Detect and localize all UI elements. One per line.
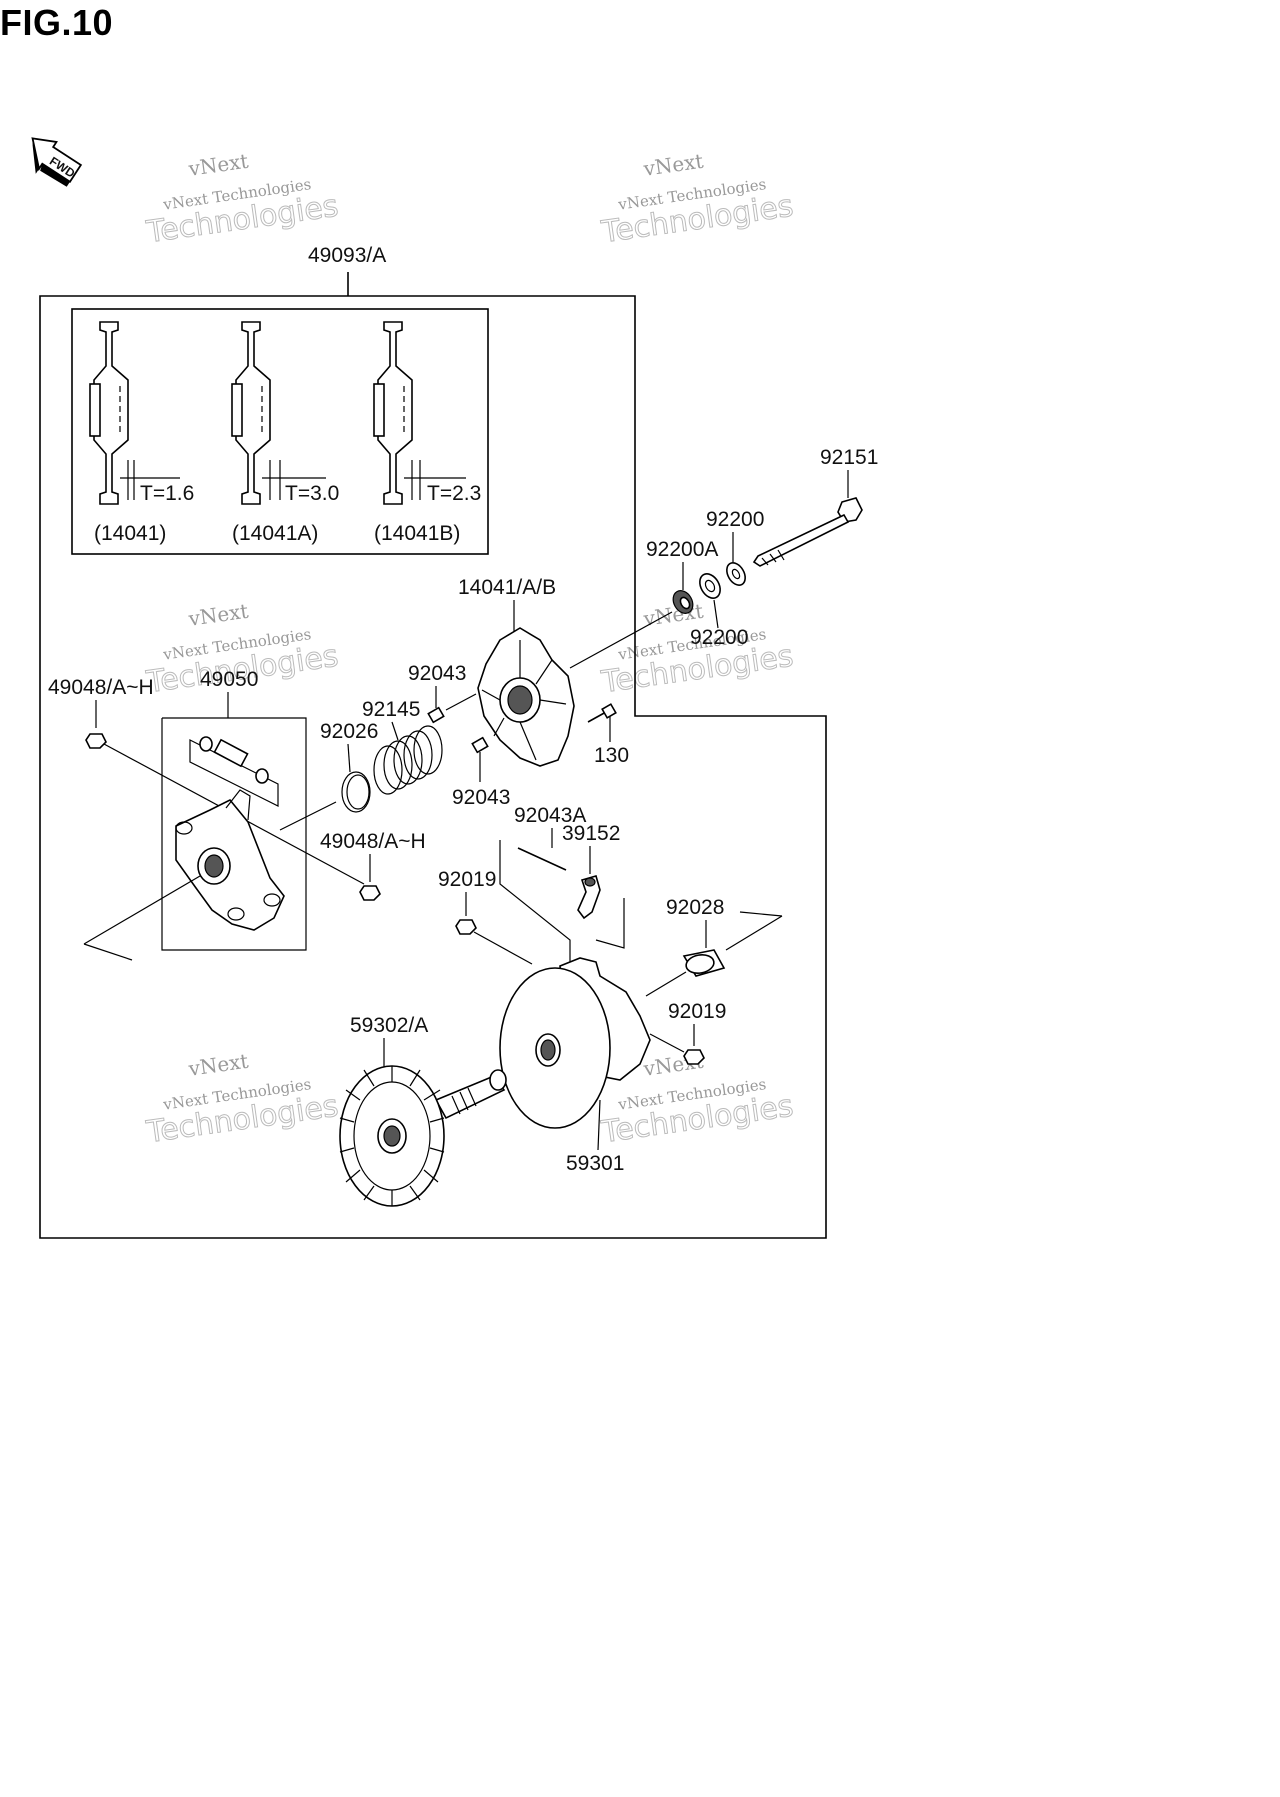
- ring-92026: 92026: [320, 720, 378, 813]
- inset-variant-3: T=2.3 (14041B): [373, 321, 481, 545]
- pin-92043-top: 92043: [408, 662, 477, 724]
- weight-kit-49050: 49050: [161, 668, 307, 951]
- svg-text:vNext: vNext: [186, 599, 250, 631]
- pin-92043a: 92043A: [514, 804, 586, 871]
- washer-92200-top: 92200: [706, 508, 764, 586]
- nut-49048-left: 49048/A~H: [48, 676, 365, 885]
- svg-text:130: 130: [594, 744, 629, 767]
- bolt-130: 130: [587, 703, 629, 767]
- inset-variant-2: T=3.0 (14041A): [231, 321, 339, 545]
- svg-text:49048/A~H: 49048/A~H: [48, 676, 154, 699]
- bushing-92028: 92028: [666, 896, 783, 977]
- inset-part-3: (14041B): [374, 522, 460, 545]
- svg-text:59302/A: 59302/A: [350, 1014, 428, 1037]
- nut-92019-left: 92019: [438, 868, 533, 965]
- pin-92043-bottom: 92043: [452, 736, 510, 809]
- svg-text:92200A: 92200A: [646, 538, 718, 561]
- movable-sheave-59301: 59301: [499, 957, 651, 1175]
- spider-hub: [83, 789, 285, 961]
- svg-text:92151: 92151: [820, 446, 878, 469]
- svg-text:14041/A/B: 14041/A/B: [458, 576, 556, 599]
- watermark-top-right: vNext vNext Technologies Technologies: [598, 149, 796, 251]
- inset-thickness-2: T=3.0: [285, 482, 339, 505]
- figure-title: FIG.10: [0, 2, 114, 43]
- spring-92145: 92145: [362, 698, 443, 795]
- inset-part-1: (14041): [94, 522, 166, 545]
- svg-text:vNext: vNext: [186, 149, 250, 181]
- svg-text:92200: 92200: [690, 626, 748, 649]
- inset-part-2: (14041A): [232, 522, 318, 545]
- svg-text:92043: 92043: [408, 662, 466, 685]
- fixed-sheave-59302: 59302/A: [339, 1014, 507, 1207]
- svg-text:vNext: vNext: [641, 149, 705, 181]
- inset-box: [71, 308, 489, 555]
- svg-text:92026: 92026: [320, 720, 378, 743]
- bearing-92200a: 92200A: [646, 538, 718, 614]
- svg-text:59301: 59301: [566, 1152, 624, 1175]
- nut-49048-mid: 49048/A~H: [320, 830, 426, 901]
- svg-text:92043: 92043: [452, 786, 510, 809]
- bolt-92151: 92151: [752, 446, 878, 567]
- svg-text:49048/A~H: 49048/A~H: [320, 830, 426, 853]
- assembly-label: 49093/A: [308, 244, 386, 267]
- inset-variant-1: T=1.6 (14041): [89, 321, 194, 545]
- watermark-top-left: vNext vNext Technologies Technologies: [143, 149, 341, 251]
- cover-14041: 14041/A/B: [458, 576, 575, 767]
- arm-39152: 39152: [562, 822, 620, 920]
- inset-thickness-1: T=1.6: [140, 482, 194, 505]
- svg-text:49050: 49050: [200, 668, 258, 691]
- svg-text:92145: 92145: [362, 698, 420, 721]
- watermark-bottom-left: vNext vNext Technologies Technologies: [143, 1049, 341, 1151]
- svg-text:vNext: vNext: [186, 1049, 250, 1081]
- assembly-frame: [39, 295, 827, 1239]
- svg-text:92043A: 92043A: [514, 804, 586, 827]
- washer-92200-bottom: 92200: [690, 573, 748, 649]
- svg-text:92019: 92019: [438, 868, 496, 891]
- svg-text:39152: 39152: [562, 822, 620, 845]
- svg-text:92019: 92019: [668, 1000, 726, 1023]
- svg-text:92028: 92028: [666, 896, 724, 919]
- svg-text:92200: 92200: [706, 508, 764, 531]
- fwd-arrow-icon: FWD: [31, 137, 83, 187]
- nut-92019-right: 92019: [668, 1000, 726, 1065]
- inset-thickness-3: T=2.3: [427, 482, 481, 505]
